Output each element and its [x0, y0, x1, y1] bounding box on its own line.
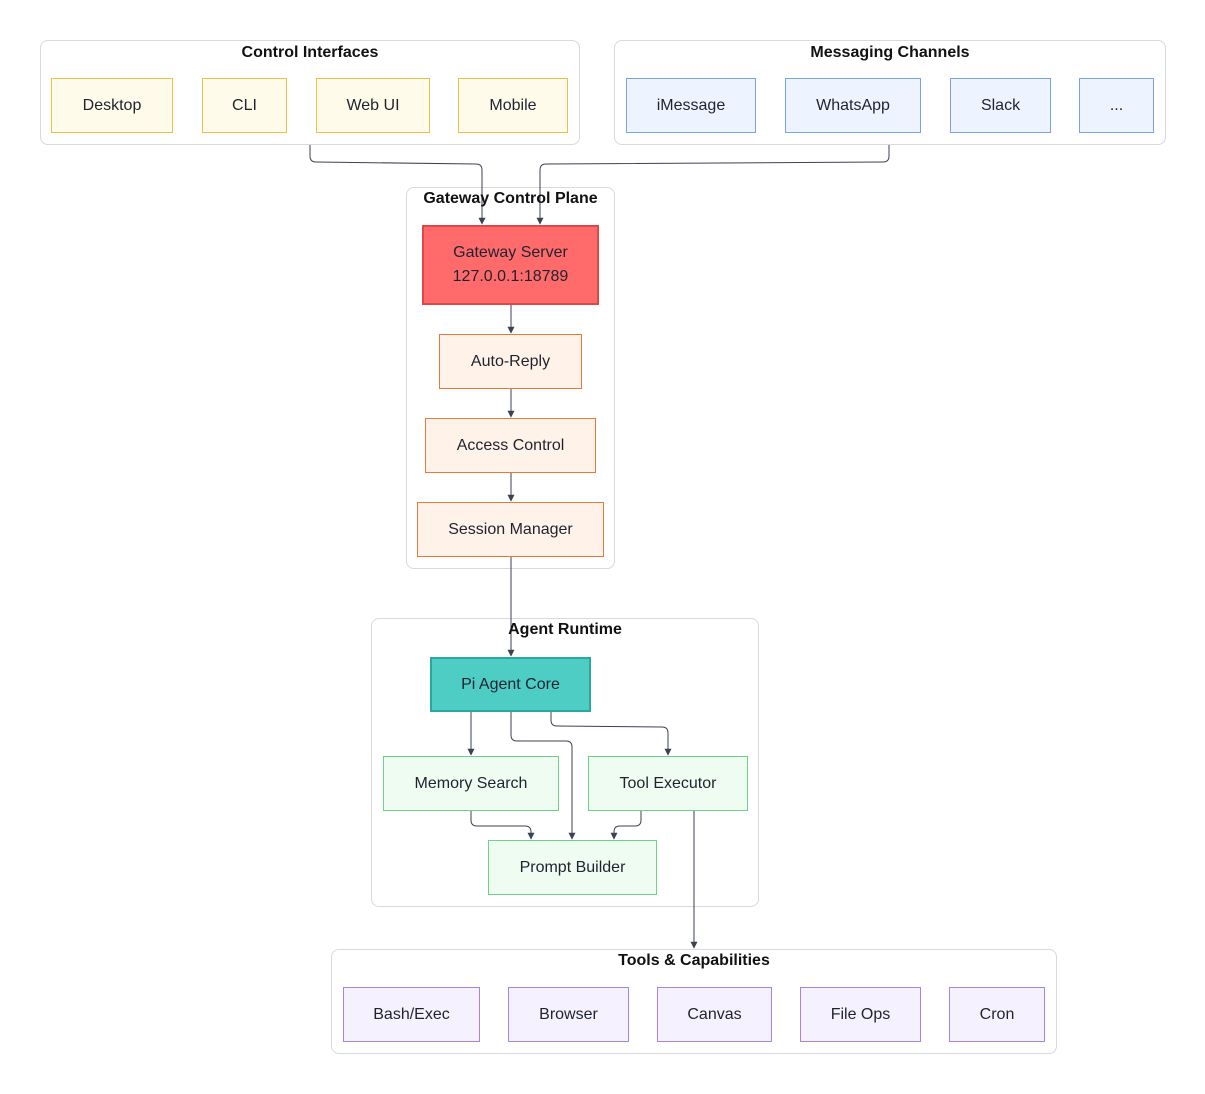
- control-interfaces-title: Control Interfaces: [241, 44, 379, 61]
- node-prompt-builder: Prompt Builder: [488, 840, 657, 895]
- gateway-server-name: Gateway Server: [453, 244, 568, 261]
- node-auto-reply-label: Auto-Reply: [470, 352, 551, 370]
- node-gateway-server: Gateway Server 127.0.0.1:18789: [422, 225, 599, 305]
- node-browser: Browser: [508, 987, 629, 1042]
- node-whatsapp-label: WhatsApp: [816, 96, 890, 114]
- node-access-control: Access Control: [425, 418, 596, 473]
- node-slack: Slack: [950, 78, 1051, 133]
- node-mobile: Mobile: [458, 78, 568, 133]
- node-web-ui-label: Web UI: [346, 96, 400, 114]
- node-memory-search: Memory Search: [383, 756, 559, 811]
- node-imessage: iMessage: [626, 78, 756, 133]
- node-file-ops: File Ops: [800, 987, 921, 1042]
- node-more-channels-label: ...: [1109, 96, 1124, 114]
- node-cron: Cron: [949, 987, 1045, 1042]
- node-browser-label: Browser: [539, 1005, 598, 1023]
- node-cli: CLI: [202, 78, 287, 133]
- node-web-ui: Web UI: [316, 78, 430, 133]
- node-bash-exec-label: Bash/Exec: [373, 1005, 450, 1023]
- node-whatsapp: WhatsApp: [785, 78, 921, 133]
- node-file-ops-label: File Ops: [830, 1005, 891, 1023]
- node-pi-agent-core: Pi Agent Core: [430, 657, 591, 712]
- node-mobile-label: Mobile: [489, 96, 537, 114]
- node-bash-exec: Bash/Exec: [343, 987, 480, 1042]
- node-session-manager: Session Manager: [417, 502, 604, 557]
- node-prompt-builder-label: Prompt Builder: [519, 858, 626, 876]
- node-cron-label: Cron: [979, 1005, 1015, 1023]
- node-access-control-label: Access Control: [456, 436, 565, 454]
- gateway-server-address: 127.0.0.1:18789: [452, 268, 569, 285]
- node-tool-executor: Tool Executor: [588, 756, 748, 811]
- node-desktop: Desktop: [51, 78, 173, 133]
- node-pi-agent-core-label: Pi Agent Core: [461, 675, 560, 693]
- node-imessage-label: iMessage: [656, 96, 726, 114]
- node-tool-executor-label: Tool Executor: [619, 774, 717, 792]
- node-canvas: Canvas: [657, 987, 772, 1042]
- node-desktop-label: Desktop: [82, 96, 142, 114]
- node-memory-search-label: Memory Search: [414, 774, 528, 792]
- node-session-manager-label: Session Manager: [448, 520, 573, 538]
- node-auto-reply: Auto-Reply: [439, 334, 582, 389]
- node-cli-label: CLI: [232, 96, 257, 114]
- node-more-channels: ...: [1079, 78, 1154, 133]
- node-canvas-label: Canvas: [687, 1005, 742, 1023]
- node-slack-label: Slack: [980, 96, 1021, 114]
- messaging-channels-title: Messaging Channels: [810, 44, 970, 61]
